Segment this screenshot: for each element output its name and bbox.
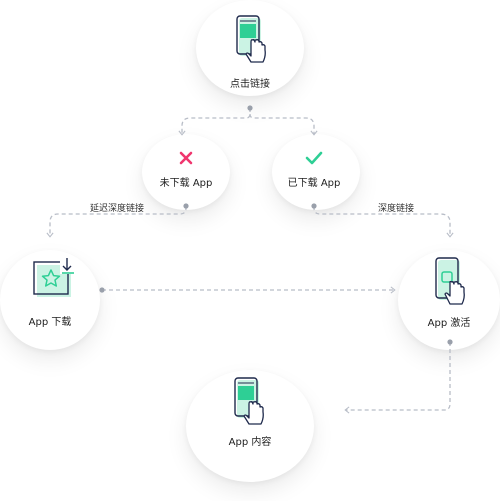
phone-tap-icon <box>236 15 266 63</box>
anchor-dot <box>311 203 317 209</box>
edge-click-to-not-downloaded <box>178 108 251 136</box>
edge-click-to-downloaded <box>249 113 318 136</box>
label-app-content: App 内容 <box>228 437 272 448</box>
download-star-icon <box>33 258 74 297</box>
edge-app-activate-to-app-content <box>344 342 451 414</box>
node-downloaded <box>272 134 360 210</box>
anchor-dot <box>247 105 253 111</box>
label-downloaded: 已下载 App <box>287 178 341 189</box>
phone-content-tap-icon <box>234 377 264 425</box>
edge-downloaded-to-app-activate <box>313 206 454 238</box>
cross-icon <box>179 151 193 165</box>
node-app-download <box>0 250 100 350</box>
anchor-dot <box>447 339 453 345</box>
label-app-download: App 下载 <box>28 317 72 328</box>
anchor-dot <box>183 203 189 209</box>
anchor-dot <box>99 287 105 293</box>
label-not-downloaded: 未下载 App <box>159 178 213 189</box>
edge-not-downloaded-to-app-download <box>46 206 187 238</box>
check-icon <box>305 151 323 165</box>
edge-label-deferred-deep-link: 延迟深度链接 <box>90 204 145 214</box>
label-click-link: 点击链接 <box>230 79 270 90</box>
edge-label-deep-link: 深度链接 <box>378 204 415 214</box>
phone-app-tap-icon <box>435 257 465 305</box>
label-app-activate: App 激活 <box>427 318 471 329</box>
node-not-downloaded <box>142 134 230 210</box>
